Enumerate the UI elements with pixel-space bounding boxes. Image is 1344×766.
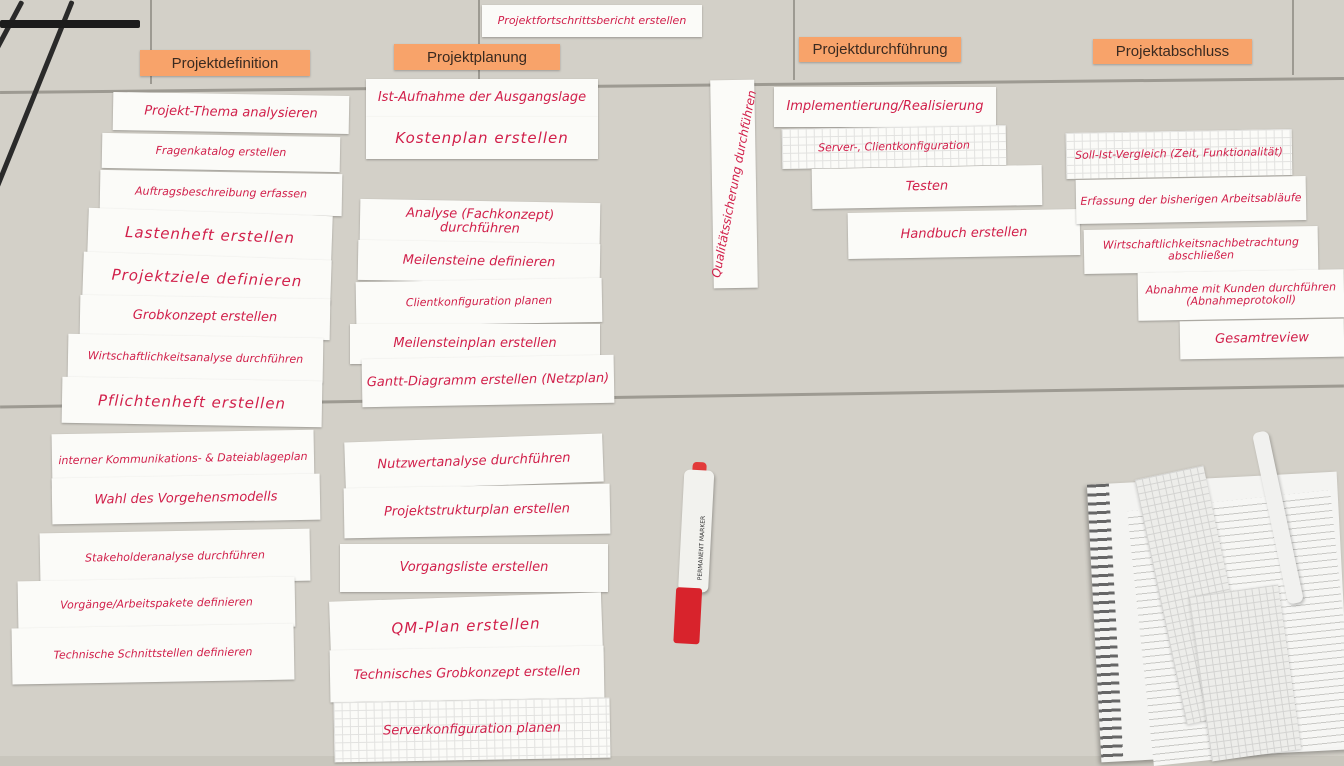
card-planning: Gantt-Diagramm erstellen (Netzplan) — [361, 354, 615, 408]
cable — [0, 20, 140, 28]
card-quality-label: Qualitätssicherung durchführen — [708, 89, 760, 279]
card-planning: Nutzwertanalyse durchführen — [344, 433, 604, 491]
card-definition: Pflichtenheft erstellen — [61, 376, 323, 428]
table-seam — [1292, 0, 1294, 75]
card-definition: Projekt-Thema analysieren — [112, 91, 350, 135]
card-definition: Wahl des Vorgehensmodells — [51, 473, 321, 525]
card-definition: Vorgänge/Arbeitspakete definieren — [17, 576, 296, 632]
card-planning: Kostenplan erstellen — [366, 117, 598, 159]
marker-cap — [673, 587, 703, 645]
card-planning: Clientkonfiguration planen — [355, 277, 603, 327]
card-planning: Technisches Grobkonzept erstellen — [329, 645, 605, 703]
card-projektfortschrittsbericht: Projektfortschrittsbericht erstellen — [482, 5, 702, 37]
card-execution: Testen — [811, 164, 1043, 210]
card-definition: Technische Schnittstellen definieren — [11, 623, 295, 685]
card-planning: Meilensteine definieren — [357, 239, 601, 285]
card-execution: Implementierung/Realisierung — [774, 87, 996, 127]
card-planning: Projektstrukturplan erstellen — [343, 483, 611, 539]
header-projektplanung: Projektplanung — [394, 44, 560, 70]
card-planning: Serverkonfiguration planen — [333, 697, 611, 763]
card-execution: Server-, Clientkonfiguration — [781, 125, 1007, 169]
card-planning: Vorgangsliste erstellen — [340, 544, 608, 592]
card-definition: Wirtschaftlichkeitsanalyse durchführen — [67, 333, 324, 384]
card-planning: Analyse (Fachkonzept) durchführen — [359, 198, 601, 246]
header-projektdurchfuehrung: Projektdurchführung — [799, 37, 961, 62]
card-closure: Gesamtreview — [1179, 318, 1344, 360]
header-projektdefinition: Projektdefinition — [140, 50, 310, 76]
card-definition: Grobkonzept erstellen — [79, 294, 331, 341]
card-quality: Qualitätssicherung durchführen — [708, 79, 760, 289]
card-execution: Handbuch erstellen — [847, 208, 1081, 260]
table-seam — [150, 0, 152, 84]
card-planning: Ist-Aufnahme der Ausgangslage — [366, 79, 598, 117]
table-seam — [478, 0, 480, 84]
card-closure: Erfassung der bisherigen Arbeitsabläufe — [1075, 175, 1307, 225]
header-projektabschluss: Projektabschluss — [1093, 39, 1252, 64]
card-closure: Soll-Ist-Vergleich (Zeit, Funktionalität… — [1065, 129, 1293, 179]
table-seam — [793, 0, 795, 80]
card-closure: Wirtschaftlichkeitsnachbetrachtung absch… — [1083, 225, 1319, 275]
card-closure: Abnahme mit Kunden durchführen (Abnahmep… — [1137, 269, 1344, 321]
card-definition: Fragenkatalog erstellen — [101, 132, 341, 173]
